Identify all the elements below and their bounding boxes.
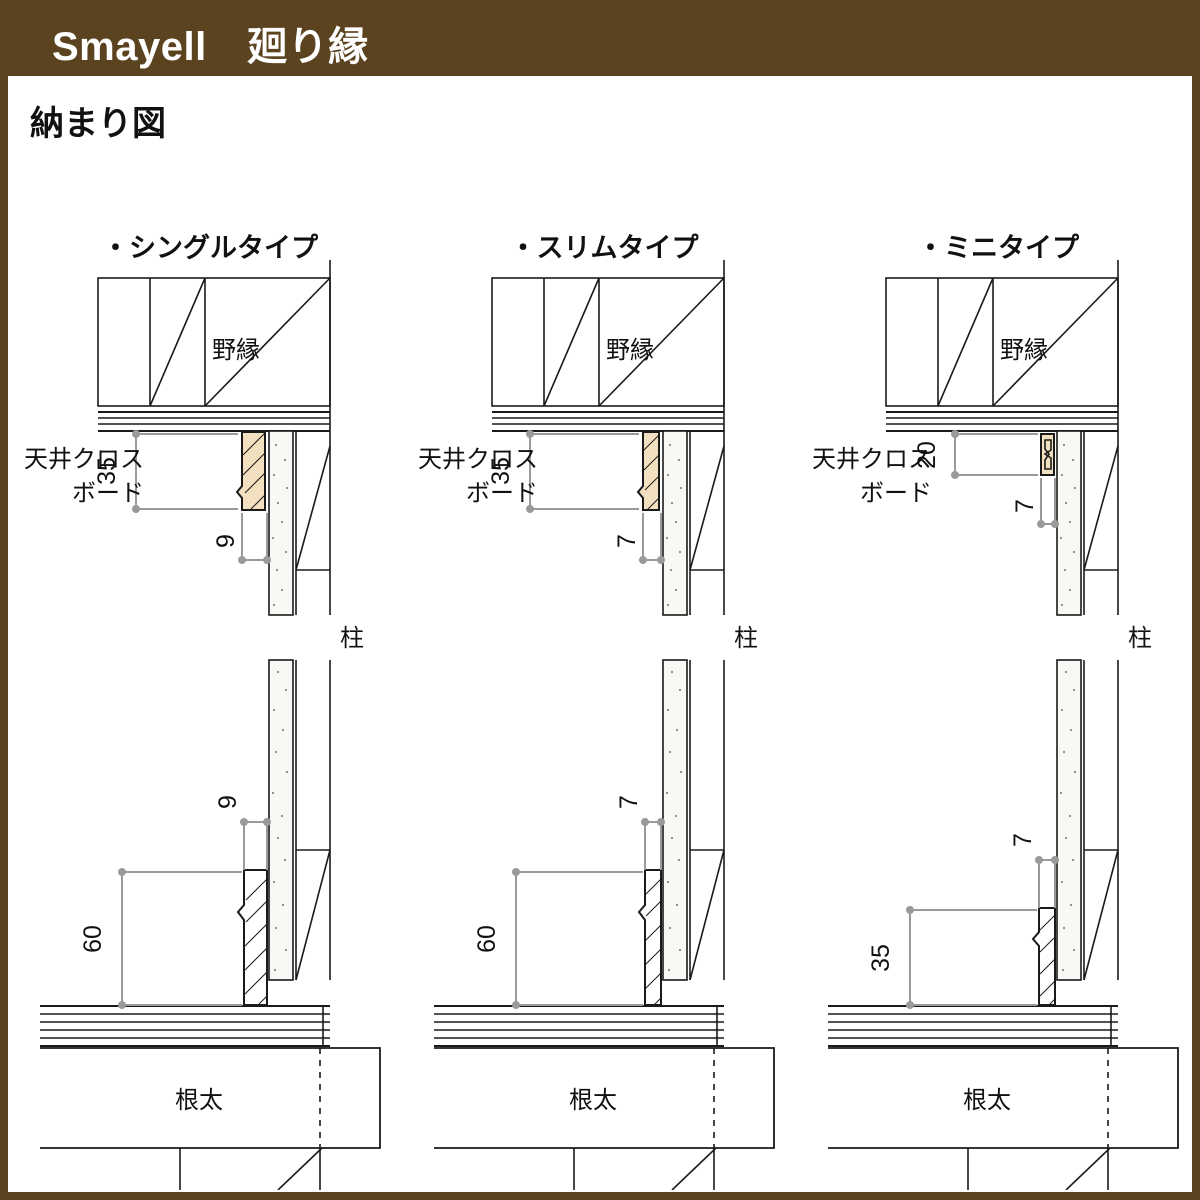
dimension-label: 7 [1009, 833, 1037, 847]
dimension-crown-thickness: 7 [1011, 478, 1059, 528]
diagram-mini: ・ミニタイプ [798, 226, 1192, 1190]
label-ceiling-cloth: 天井クロス [418, 446, 538, 473]
dimension-crown-thickness: 7 [613, 513, 665, 564]
label-joist: 根太 [175, 1087, 223, 1114]
dimension-label: 35 [93, 457, 121, 485]
title-bar: Smayell 廻り縁 [0, 0, 1200, 76]
label-pillar: 柱 [340, 625, 364, 652]
drawing-canvas: 納まり図 ・シングルタイプ [8, 76, 1192, 1192]
label-furring: 野縁 [212, 337, 260, 364]
label-pillar: 柱 [734, 625, 758, 652]
drawing-mini: 20 7 7 [812, 260, 1179, 1190]
dimension-base-thickness: 7 [615, 795, 665, 870]
board-stipple [1060, 444, 1076, 971]
label-joist: 根太 [963, 1087, 1011, 1114]
dimension-base-height: 60 [79, 868, 242, 1009]
section-title: 納まり図 [30, 105, 166, 143]
diagram-slim: ・スリムタイプ [404, 226, 804, 1190]
dimension-label: 7 [1011, 499, 1039, 513]
diagram-title-slim: ・スリムタイプ [509, 233, 699, 263]
page-title: Smayell 廻り縁 [52, 25, 369, 69]
diagram-title-single: ・シングルタイプ [102, 233, 318, 263]
dimension-label: 60 [473, 925, 501, 953]
label-ceiling-cloth: 天井クロス [812, 446, 932, 473]
dimension-label: 60 [79, 925, 107, 953]
dimension-base-thickness: 9 [214, 795, 271, 870]
dimension-label: 20 [913, 441, 941, 469]
board-stipple [272, 444, 288, 971]
diagram-title-mini: ・ミニタイプ [917, 233, 1079, 263]
dimension-crown-height: 35 [487, 430, 639, 513]
dimension-crown-thickness: 9 [212, 513, 271, 564]
dimension-label: 7 [615, 795, 643, 809]
label-ceiling-board: ボード [860, 480, 932, 507]
board-stipple [666, 444, 682, 971]
dimension-base-thickness: 7 [1009, 833, 1059, 908]
label-ceiling-cloth: 天井クロス [24, 446, 144, 473]
label-ceiling-board: ボード [72, 480, 144, 507]
label-ceiling-board: ボード [466, 480, 538, 507]
dimension-label: 9 [212, 534, 240, 548]
diagram-row: ・シングルタイプ [8, 226, 1192, 1190]
label-furring: 野縁 [606, 337, 654, 364]
dimension-label: 35 [867, 944, 895, 972]
label-pillar: 柱 [1128, 625, 1152, 652]
drawing-slim: 35 7 7 [418, 260, 775, 1190]
label-furring: 野縁 [1000, 337, 1048, 364]
dimension-base-height: 60 [473, 868, 643, 1009]
dimension-crown-height: 20 [913, 430, 1038, 479]
diagram-single: ・シングルタイプ [10, 226, 410, 1190]
dimension-base-height: 35 [867, 906, 1037, 1009]
dimension-label: 7 [613, 534, 641, 548]
drawing-single: 35 9 9 [24, 260, 381, 1190]
dimension-crown-height: 35 [93, 430, 238, 513]
label-joist: 根太 [569, 1087, 617, 1114]
dimension-label: 9 [214, 795, 242, 809]
dimension-label: 35 [487, 457, 515, 485]
